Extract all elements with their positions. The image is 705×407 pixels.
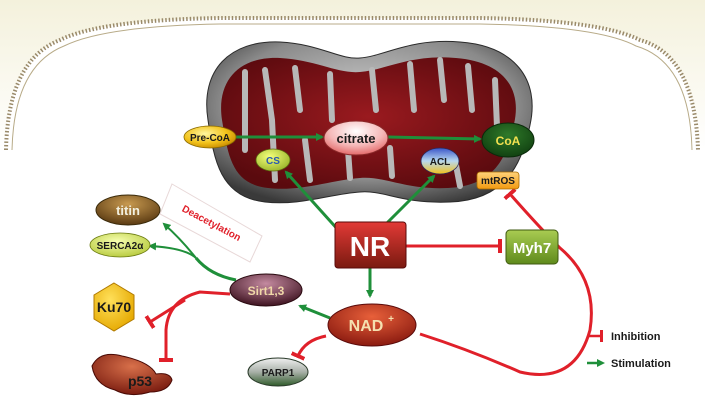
inhibit-nad-mtros [419, 187, 593, 376]
label-citrate: citrate [336, 131, 375, 146]
legend-stimulation: Stimulation [587, 358, 671, 370]
label-pre-coa: Pre-CoA [190, 133, 230, 144]
inhibit-sirt-ku70 [144, 298, 186, 329]
legend-inhibition: Inhibition [589, 330, 661, 343]
label-sirt: Sirt1,3 [248, 284, 285, 298]
label-titin: titin [116, 203, 140, 218]
label-cs: CS [266, 156, 280, 167]
node-sirt: Sirt1,3 [229, 273, 303, 307]
node-myh7: Myh7 [505, 229, 559, 265]
node-acl: ACL [420, 147, 460, 175]
stimulation-connectors [148, 133, 482, 320]
label-serca2a: SERCA2α [97, 241, 145, 252]
label-parp1: PARP1 [262, 368, 295, 379]
node-citrate: citrate [323, 120, 389, 156]
arrow-nr-cs [284, 170, 342, 234]
arrow-citrate-coa [387, 134, 482, 143]
label-nad: NAD [349, 318, 384, 335]
arrow-nad-sirt [298, 304, 331, 320]
node-titin: titin [95, 194, 161, 226]
arrow-to-titin [162, 222, 197, 259]
node-parp1: PARP1 [247, 357, 309, 387]
label-p53: p53 [128, 373, 152, 389]
legend-stimulation-label: Stimulation [611, 358, 671, 370]
connector-sirt-deacetylation [194, 257, 237, 282]
label-myh7: Myh7 [513, 240, 551, 257]
node-pre-coa: Pre-CoA [183, 125, 237, 149]
node-nr: NR [334, 221, 407, 269]
arrow-nr-acl [380, 174, 436, 230]
label-nad-plus: + [388, 314, 394, 325]
label-acl: ACL [430, 157, 451, 168]
label-mtros: mtROS [481, 176, 515, 187]
node-ku70: Ku70 [93, 282, 135, 332]
label-ku70: Ku70 [97, 299, 131, 315]
arrow-to-serca [148, 242, 197, 259]
inhibit-sirt-p53 [159, 290, 231, 362]
node-coa: CoA [481, 122, 535, 158]
label-nr: NR [350, 231, 390, 262]
node-nad: NAD + [327, 303, 417, 347]
cell-membrane [0, 0, 705, 151]
node-cs: CS [255, 148, 291, 172]
node-serca2a: SERCA2α [89, 232, 151, 258]
label-coa: CoA [496, 134, 521, 148]
inhibit-nad-parp1 [290, 334, 327, 361]
node-p53: p53 [91, 353, 173, 396]
node-mtros: mtROS [476, 171, 520, 190]
legend-inhibition-label: Inhibition [611, 331, 661, 343]
legend: Inhibition Stimulation [587, 330, 671, 370]
